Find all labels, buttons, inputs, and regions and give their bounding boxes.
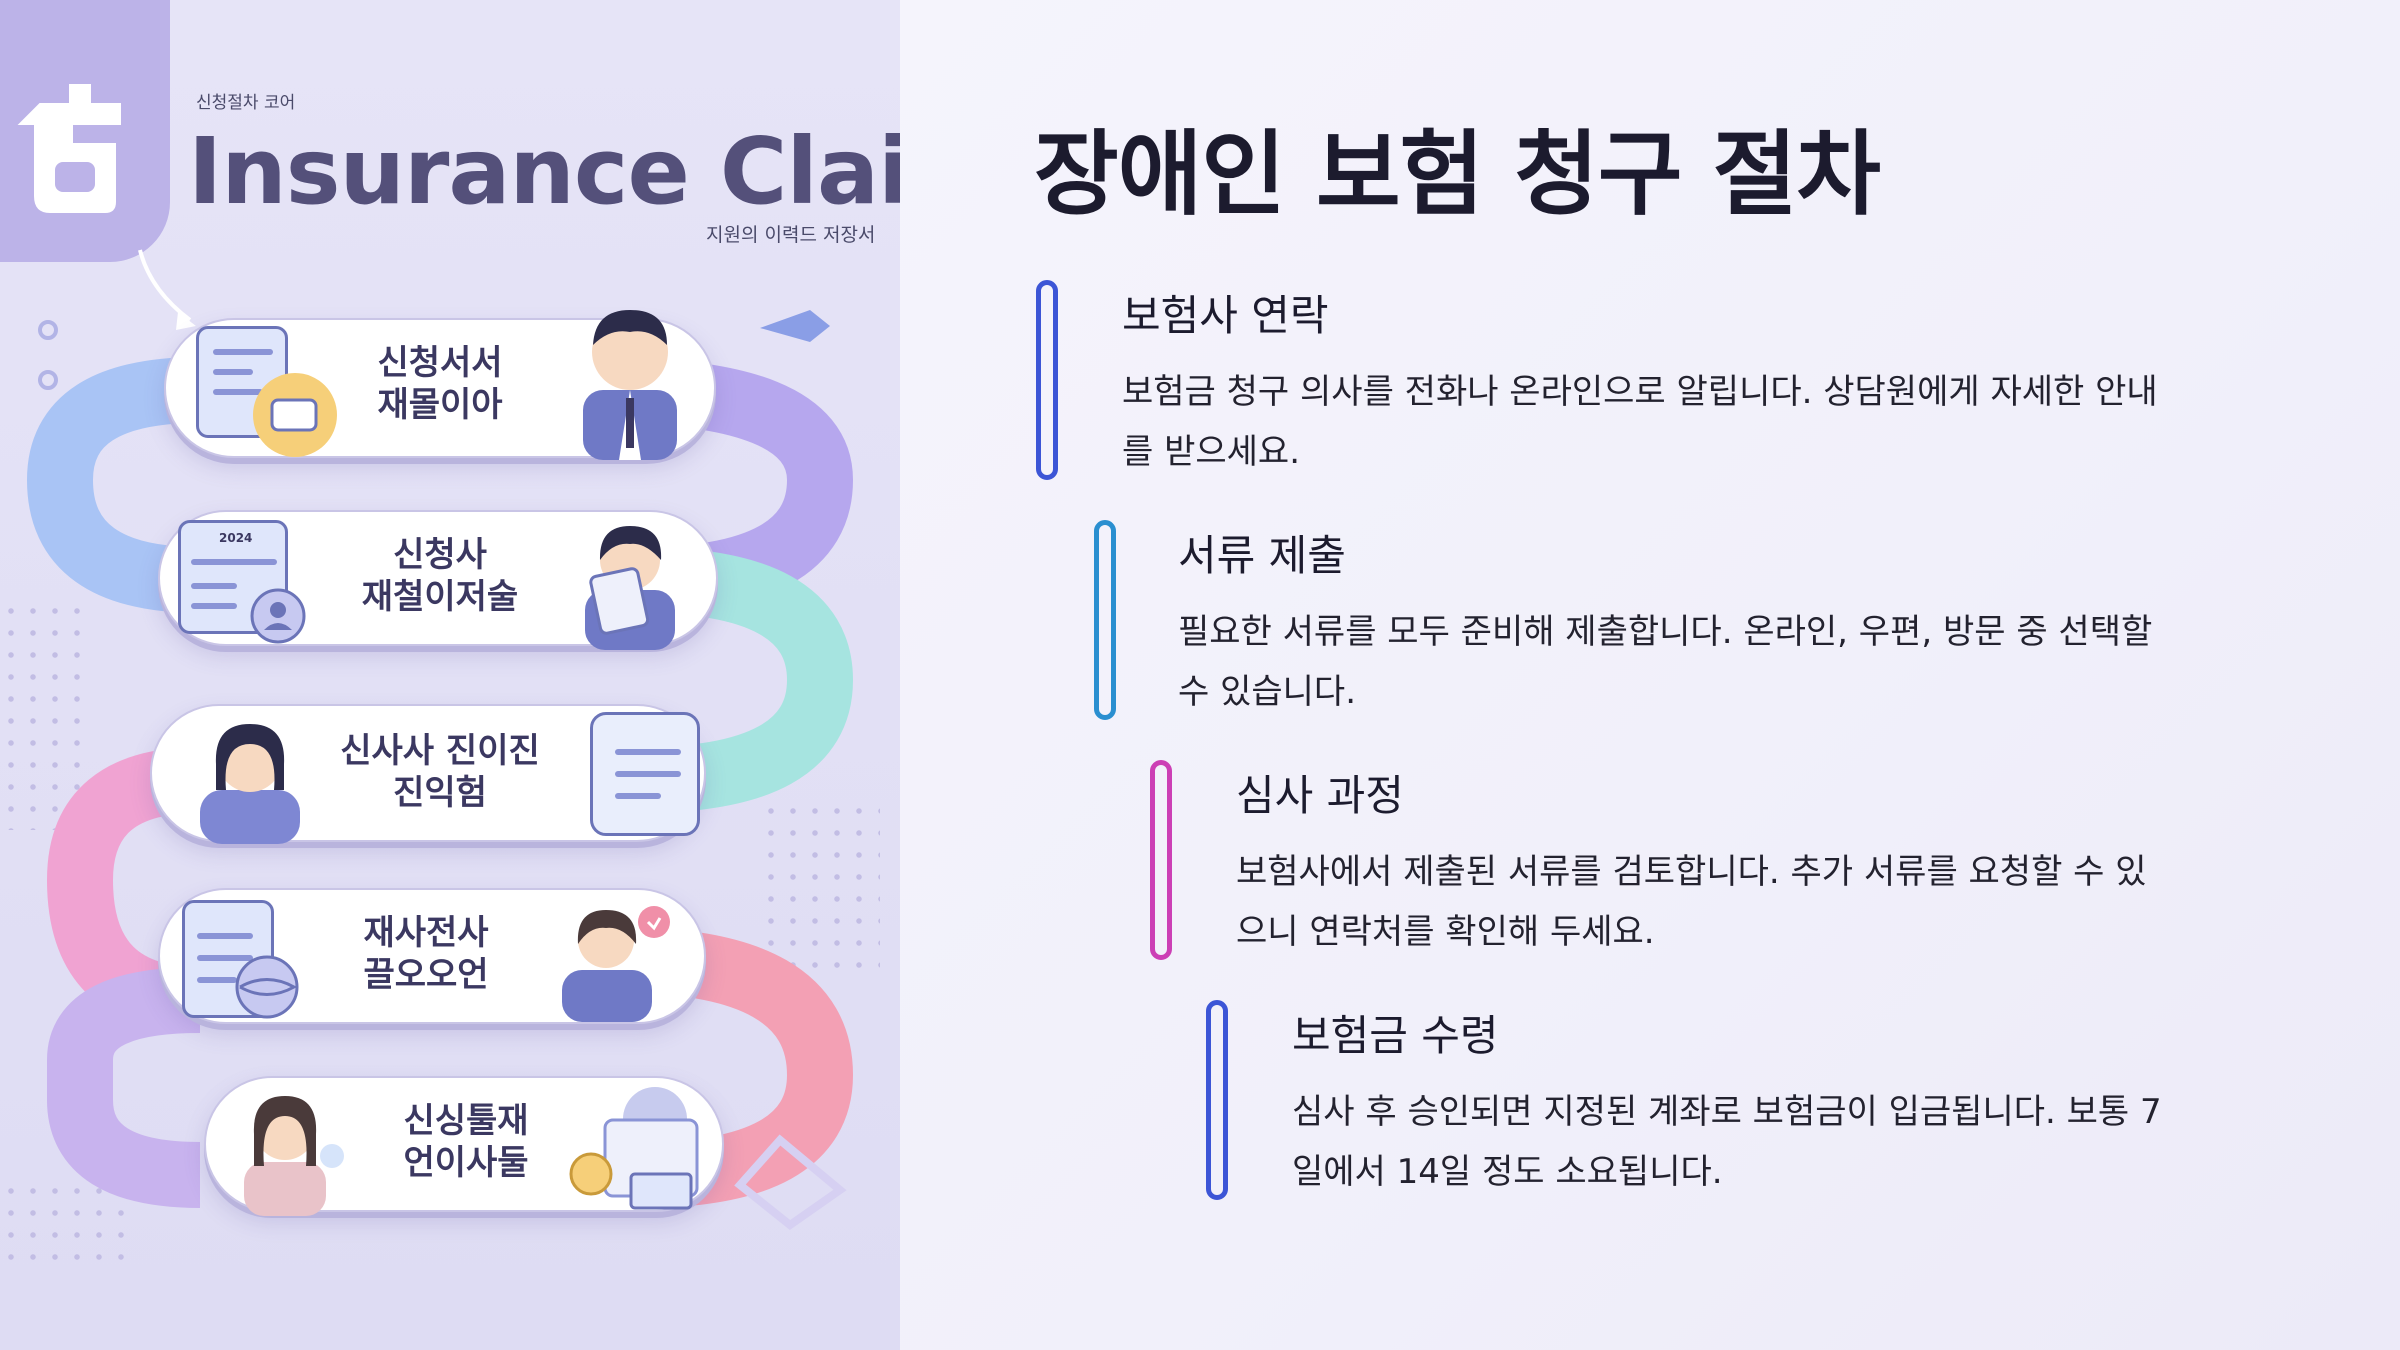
globe-icon [235, 955, 299, 1019]
woman-avatar [244, 1096, 344, 1216]
card-label: 재사전사 끌오오언 [363, 913, 489, 995]
document-icon [590, 712, 700, 836]
step-title: 심사 과정 [1236, 771, 1404, 820]
dot-pattern [760, 800, 880, 980]
logo-icon [17, 84, 121, 213]
chat-icon [253, 373, 337, 457]
hero-subtitle: 지원의 이력드 저장서 [706, 224, 876, 246]
businessman-avatar [583, 310, 677, 460]
card-label: 신사사 진이진 진익험 [340, 731, 540, 813]
bank-icon [569, 1087, 699, 1210]
step-description: 심사 후 승인되면 지정된 계좌로 보험금이 입금됩니다. 보통 7 일에서 1… [1292, 1092, 2162, 1192]
step-accent-bar [1206, 1000, 1228, 1200]
illustration-panel: 신청절차 코어 Insurance Claim 지원의 이력드 저장서 신청서서… [0, 0, 900, 1350]
step-title: 보험금 수령 [1292, 1011, 1499, 1060]
step-item: 심사 과정 보험사에서 제출된 서류를 검토합니다. 추가 서류를 요청할 수 … [1150, 760, 2290, 970]
user-icon [250, 588, 306, 644]
step-item: 서류 제출 필요한 서류를 모두 준비해 제출합니다. 온라인, 우편, 방문 … [1094, 520, 2234, 730]
step-title: 서류 제출 [1178, 531, 1346, 580]
card-label: 신청사 재철이저술 [361, 535, 519, 617]
card-label: 신청서서 재몰이아 [377, 343, 503, 425]
step-accent-bar [1094, 520, 1116, 720]
step-description: 보험금 청구 의사를 전화나 온라인으로 알립니다. 상담원에게 자세한 안내 … [1122, 372, 2158, 472]
step-item: 보험사 연락 보험금 청구 의사를 전화나 온라인으로 알립니다. 상담원에게 … [1036, 280, 2176, 490]
dot-pattern [0, 600, 90, 830]
woman-waving-avatar [562, 906, 670, 1022]
page-title: 장애인 보험 청구 절차 [1034, 121, 1881, 228]
content-panel: 장애인 보험 청구 절차 보험사 연락 보험금 청구 의사를 전화나 온라인으로… [900, 0, 2400, 1350]
hero-title: Insurance Claim [188, 118, 900, 225]
step-accent-bar [1036, 280, 1058, 480]
step-title: 보험사 연락 [1122, 291, 1329, 340]
step-description: 필요한 서류를 모두 준비해 제출합니다. 온라인, 우편, 방문 중 선택할 … [1178, 612, 2153, 712]
card-label: 신싱툴재 언이사둘 [403, 1101, 529, 1183]
step-item: 보험금 수령 심사 후 승인되면 지정된 계좌로 보험금이 입금됩니다. 보통 … [1206, 1000, 2346, 1210]
hero-small-caption: 신청절차 코어 [196, 93, 296, 113]
woman-tablet-avatar [585, 526, 675, 650]
step-accent-bar [1150, 760, 1172, 960]
step-description: 보험사에서 제출된 서류를 검토합니다. 추가 서류를 요청할 수 있 으니 연… [1236, 852, 2147, 952]
woman-avatar [200, 724, 300, 844]
logo-badge [0, 0, 170, 262]
